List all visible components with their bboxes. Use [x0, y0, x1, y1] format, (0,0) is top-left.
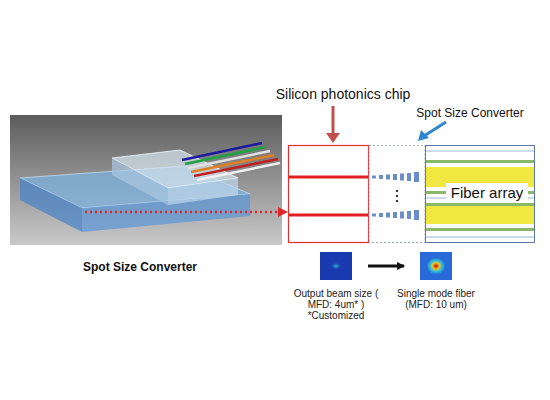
- beam-images: [320, 252, 452, 280]
- silicon-chip: [289, 146, 369, 243]
- callout-label: Silicon photonics chip: [276, 86, 411, 102]
- box-label: Fiber array: [446, 183, 528, 203]
- beam-caption: *Customized: [290, 310, 382, 321]
- beam-caption: Output beam size ( MFD: 4um* ): [290, 288, 382, 310]
- beam-profile: Output beam size ( MFD: 4um* )*Customize…: [320, 252, 352, 280]
- callout-label: Spot Size Converter: [416, 106, 523, 120]
- callout-label: Spot Size Converter: [83, 260, 197, 274]
- flow-arrow: [368, 265, 404, 268]
- fiber-stripes: [426, 151, 534, 237]
- beam-caption: Single mode fiber (MFD: 10 um): [390, 288, 482, 310]
- ssc-region: [369, 146, 425, 243]
- beam-profile: Single mode fiber (MFD: 10 um): [420, 252, 452, 280]
- ssc-3d-illustration: [10, 115, 288, 245]
- fiber-array-box: Fiber array: [425, 145, 535, 243]
